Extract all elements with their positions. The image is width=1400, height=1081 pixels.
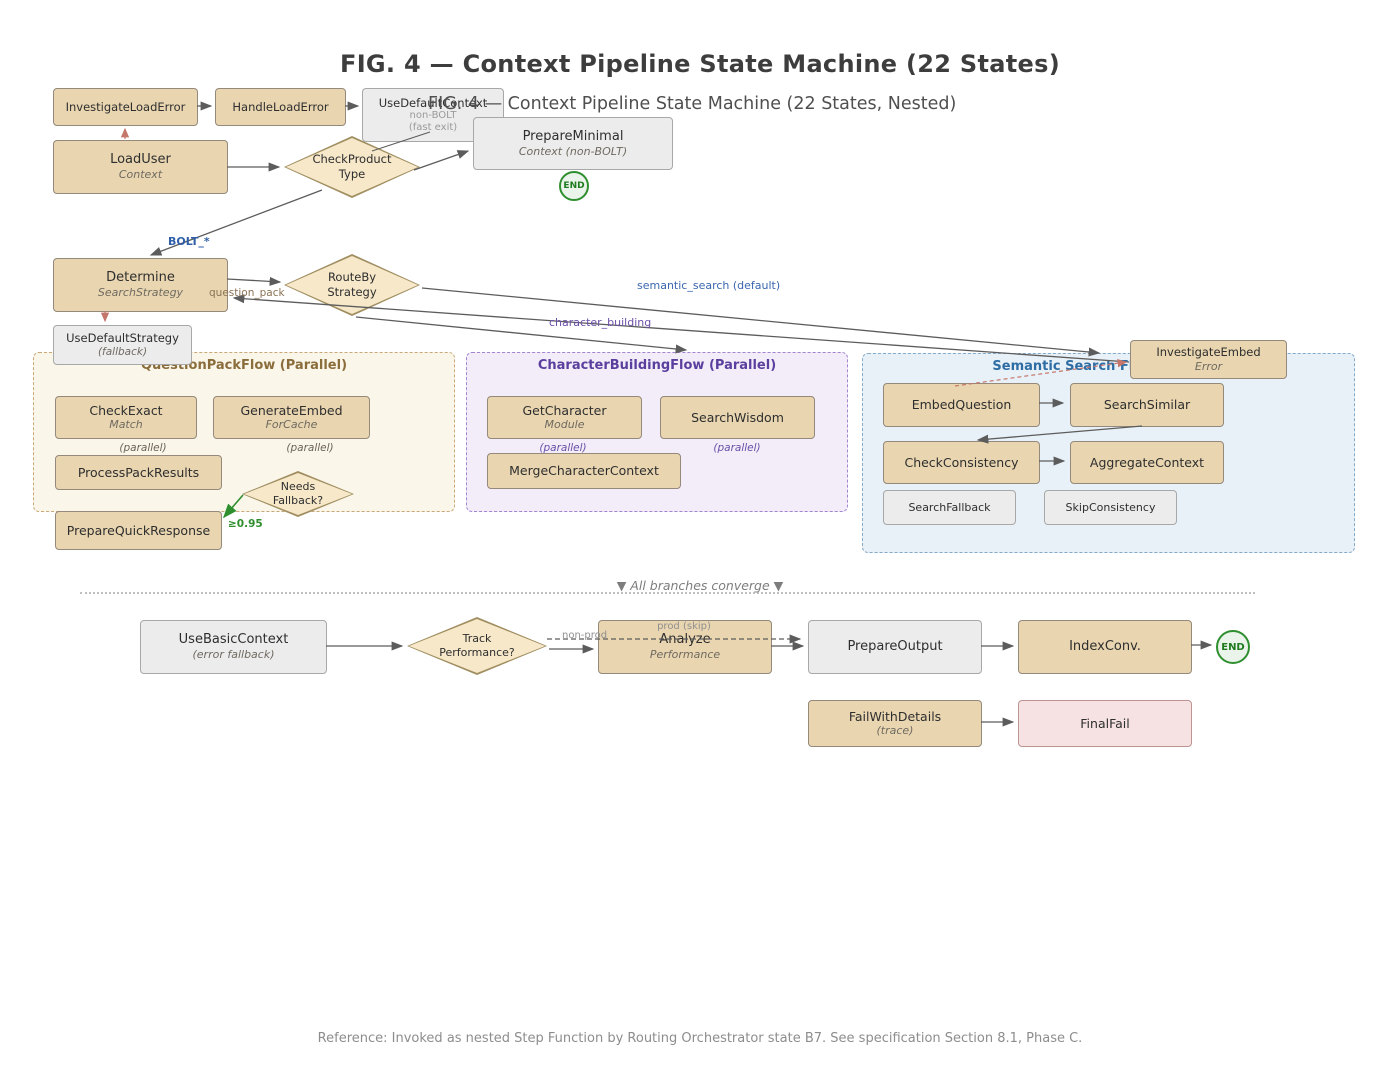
node-label: LoadUser (110, 152, 171, 168)
figure-subtitle: FIG. 4 — Context Pipeline State Machine … (428, 94, 956, 114)
node-label: AggregateContext (1090, 455, 1204, 471)
node-sublabel: Error (1195, 360, 1222, 374)
node-aggregate-context: AggregateContext (1070, 441, 1224, 484)
node-label: UseDefaultStrategy (66, 331, 179, 345)
decision-label: Type (339, 167, 365, 182)
node-skip-consistency: SkipConsistency (1044, 490, 1177, 525)
decision-label: CheckProduct (312, 152, 391, 167)
node-label: IndexConv. (1069, 639, 1141, 655)
parallel-label: (parallel) (713, 442, 760, 454)
decision-track-performance: Track Performance? (407, 617, 547, 675)
node-index-conv: IndexConv. (1018, 620, 1192, 674)
node-sublabel: Performance (650, 648, 720, 662)
node-sublabel: Context (non-BOLT) (519, 145, 627, 159)
edge-label-semantic-search: semantic_search (default) (637, 279, 780, 292)
node-sublabel: (error fallback) (192, 648, 274, 662)
node-label: FinalFail (1080, 716, 1129, 732)
node-label: PrepareMinimal (523, 129, 624, 145)
node-use-default-strategy: UseDefaultStrategy (fallback) (53, 325, 192, 365)
figure-title: FIG. 4 — Context Pipeline State Machine … (0, 50, 1400, 78)
node-investigate-embed-error: InvestigateEmbed Error (1130, 340, 1287, 379)
node-sublabel: (fallback) (98, 346, 147, 359)
node-fail-with-details: FailWithDetails (trace) (808, 700, 982, 747)
decision-label: Track (463, 632, 492, 646)
node-final-fail: FinalFail (1018, 700, 1192, 747)
node-label: InvestigateEmbed (1156, 345, 1260, 359)
node-label: InvestigateLoadError (66, 100, 186, 114)
node-check-consistency: CheckConsistency (883, 441, 1040, 484)
end-label: END (1221, 642, 1245, 653)
decision-label: Performance? (439, 646, 515, 660)
node-load-user: LoadUser Context (53, 140, 228, 194)
node-label: MergeCharacterContext (509, 463, 659, 479)
decision-label: Fallback? (273, 494, 323, 508)
decision-label: Needs (281, 480, 315, 494)
node-sublabel: Module (545, 418, 585, 432)
node-sublabel: Match (109, 418, 143, 432)
node-label: GenerateEmbed (240, 403, 342, 419)
node-label: FailWithDetails (849, 709, 941, 725)
node-label: GetCharacter (523, 403, 607, 419)
node-search-fallback: SearchFallback (883, 490, 1016, 525)
node-handle-load-error: HandleLoadError (215, 88, 346, 126)
node-label: HandleLoadError (232, 100, 328, 114)
node-sublabel: (trace) (877, 724, 914, 738)
node-generate-embed-for-cache: GenerateEmbed ForCache (213, 396, 370, 439)
edge-label-question-pack: question_pack (209, 287, 285, 299)
node-label: EmbedQuestion (912, 397, 1012, 413)
node-prepare-quick-response: PrepareQuickResponse (55, 511, 222, 550)
node-label: Analyze (659, 632, 710, 648)
edge-label-character-building: character_building (549, 316, 651, 329)
node-label: Determine (106, 270, 175, 286)
decision-needs-fallback: Needs Fallback? (242, 471, 354, 517)
node-sublabel: Context (119, 168, 162, 182)
edge-label-threshold: ≥0.95 (228, 518, 263, 530)
node-search-wisdom: SearchWisdom (660, 396, 815, 439)
end-state-bottom: END (1216, 630, 1250, 664)
node-label: CheckConsistency (904, 455, 1018, 471)
node-use-basic-context: UseBasicContext (error fallback) (140, 620, 327, 674)
node-note: (fast exit) (409, 122, 457, 134)
parallel-label: (parallel) (286, 442, 333, 454)
edge-label-bolt: BOLT_* (168, 235, 210, 248)
decision-route-by-strategy: RouteBy Strategy (284, 254, 420, 316)
parallel-label: (parallel) (119, 442, 166, 454)
node-prepare-output: PrepareOutput (808, 620, 982, 674)
end-state-top: END (559, 171, 589, 201)
node-process-pack-results: ProcessPackResults (55, 455, 222, 490)
node-label: SkipConsistency (1066, 501, 1156, 515)
node-determine-search-strategy: Determine SearchStrategy (53, 258, 228, 312)
node-embed-question: EmbedQuestion (883, 383, 1040, 427)
node-label: CheckExact (89, 403, 162, 419)
node-label: SearchFallback (908, 501, 990, 515)
node-label: PrepareQuickResponse (67, 523, 210, 539)
node-check-exact-match: CheckExact Match (55, 396, 197, 439)
node-label: ProcessPackResults (78, 465, 199, 481)
decision-label: RouteBy (328, 270, 376, 285)
end-label: END (563, 181, 584, 191)
figure-footer-reference: Reference: Invoked as nested Step Functi… (0, 1031, 1400, 1046)
node-sublabel: ForCache (266, 418, 318, 432)
node-label: PrepareOutput (847, 639, 942, 655)
decision-label: Strategy (327, 285, 376, 300)
node-label: SearchSimilar (1104, 397, 1190, 413)
node-merge-character-context: MergeCharacterContext (487, 453, 681, 489)
node-investigate-load-error: InvestigateLoadError (53, 88, 198, 126)
node-label: SearchWisdom (691, 410, 784, 426)
converge-note: ▼ All branches converge ▼ (0, 578, 1400, 593)
node-search-similar: SearchSimilar (1070, 383, 1224, 427)
node-label: UseBasicContext (179, 632, 289, 648)
container-title: CharacterBuildingFlow (Parallel) (467, 358, 847, 373)
decision-check-product-type: CheckProduct Type (284, 136, 420, 198)
node-sublabel: SearchStrategy (98, 286, 183, 300)
node-prepare-minimal: PrepareMinimal Context (non-BOLT) (473, 117, 673, 170)
edge-label-prod-skip: prod (skip) (598, 621, 770, 632)
node-get-character-module: GetCharacter Module (487, 396, 642, 439)
